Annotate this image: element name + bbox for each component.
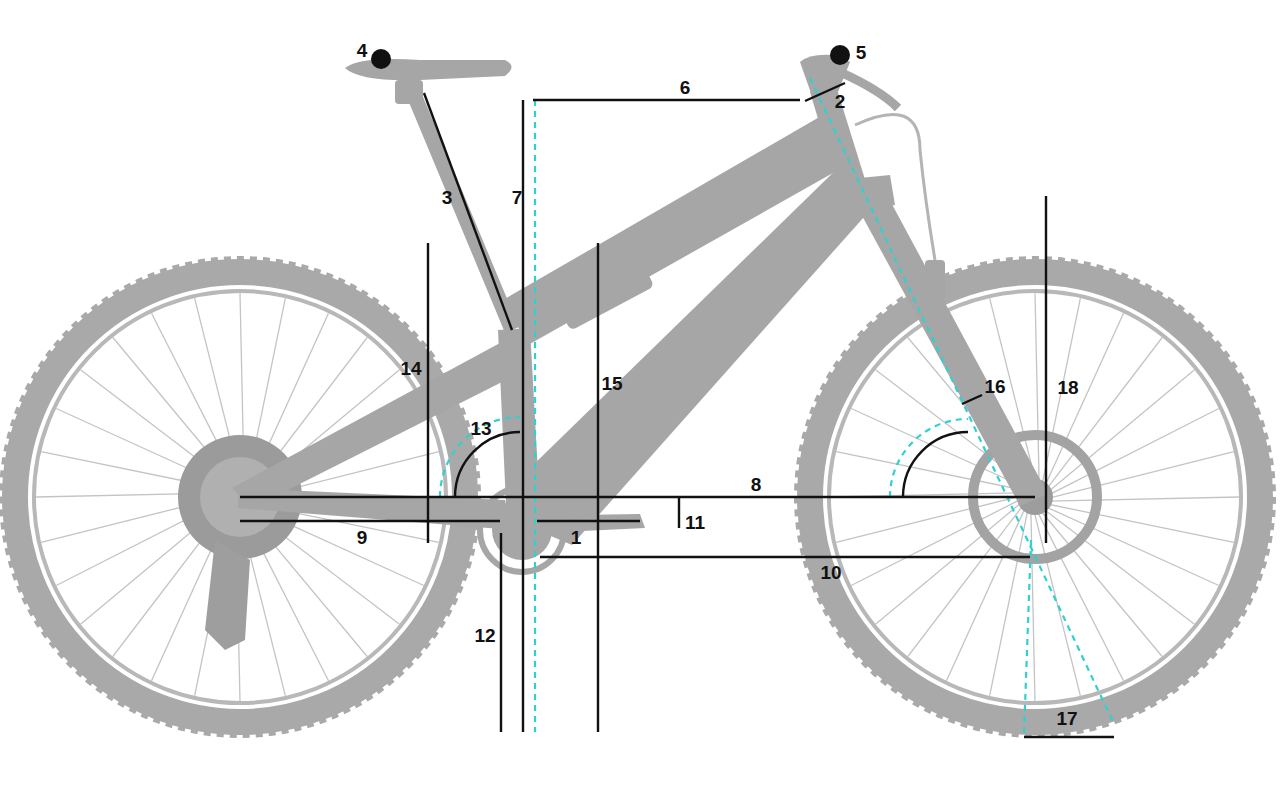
callout-number: 17 — [1056, 709, 1077, 728]
contact-point — [371, 49, 391, 69]
callout-number: 11 — [685, 513, 705, 532]
callout-number: 7 — [512, 188, 523, 207]
callout-number: 1 — [571, 528, 582, 547]
callout-number: 13 — [470, 419, 491, 438]
callout-number: 5 — [856, 43, 867, 62]
reference-lines — [440, 78, 1114, 734]
callout-number: 4 — [357, 41, 368, 60]
callout-number: 15 — [601, 374, 622, 393]
callout-number: 9 — [357, 528, 368, 547]
callout-number: 6 — [680, 78, 691, 97]
callout-number: 14 — [400, 359, 421, 378]
callout-number: 18 — [1057, 378, 1078, 397]
callout-number: 12 — [474, 626, 495, 645]
callout-number: 10 — [820, 563, 841, 582]
dimension-lines — [240, 83, 1114, 737]
callout-number: 16 — [984, 377, 1005, 396]
contact-point — [830, 45, 850, 65]
callout-number: 8 — [751, 475, 762, 494]
callout-number: 2 — [835, 92, 846, 111]
callout-number: 3 — [442, 188, 453, 207]
frame — [178, 55, 1048, 650]
wheels — [2, 259, 1273, 735]
